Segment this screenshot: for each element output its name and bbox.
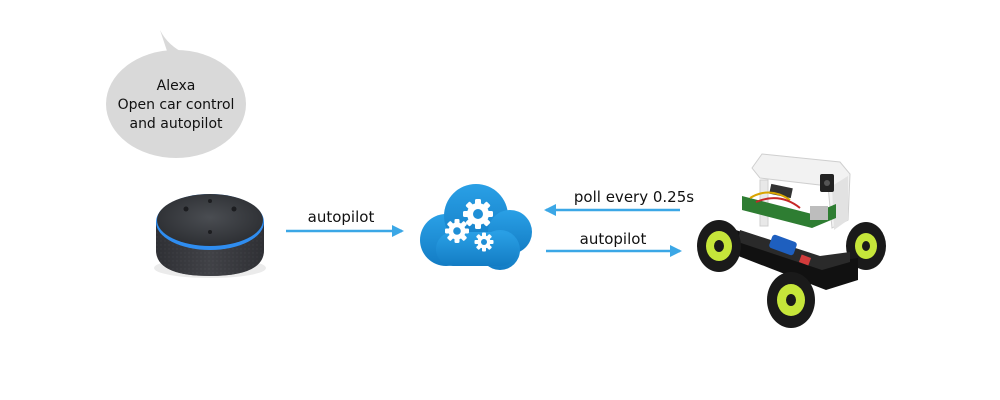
wheel-icon [767,272,815,328]
arrow-car-to-cloud: poll every 0.25s [544,188,694,216]
cloud-gears-icon [420,184,532,270]
arrow-label-car-to-cloud: poll every 0.25s [574,188,694,206]
gear-icon [463,199,493,229]
gear-icon [445,219,469,243]
arrow-label-echo-to-cloud: autopilot [308,208,375,226]
robot-car-icon [697,153,886,328]
echo-button-icon [208,230,212,234]
bubble-line-alexa: Alexa [157,78,196,94]
echo-button-icon [208,199,212,203]
arrow-label-cloud-to-car: autopilot [580,230,647,248]
echo-button-icon [183,206,189,212]
smart-speaker-icon [154,194,266,278]
echo-button-icon [231,206,237,212]
bubble-line-1: Alexa [157,78,196,94]
bubble-line-autopilot: and autopilot [129,116,223,132]
arrow-echo-to-cloud: autopilot [286,208,404,237]
bubble-line-3: and autopilot [129,116,223,132]
gear-icon [474,232,494,252]
bubble-line-2: Open car control [118,97,235,113]
wheel-icon [846,222,886,270]
speech-bubble: Alexa Open car control and autopilot [106,30,246,158]
bubble-line-open: Open car control [118,97,235,113]
arrow-cloud-to-car: autopilot [546,230,682,257]
wheel-icon [697,220,741,272]
